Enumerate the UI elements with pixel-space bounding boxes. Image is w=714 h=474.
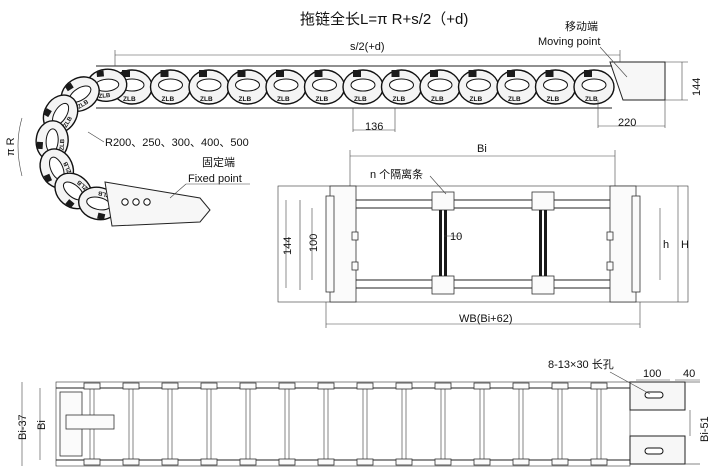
top-view-dimensions: s/2(+d) 移动端 Moving point 144 136 220 R20…	[5, 20, 703, 199]
link-mark-text: ZLB	[547, 96, 560, 103]
link-mark-text: ZLB	[585, 96, 598, 103]
straight-links: ZLB ZLB ZLB ZLB ZLB ZLB ZLB ZLB ZLB ZLB ZLB ZLB ZLB	[111, 69, 615, 105]
fixed-point-en: Fixed point	[188, 173, 242, 185]
section-100-label: 100	[308, 234, 320, 252]
chain-link: ZLB	[342, 69, 384, 105]
link-mark-text: ZLB	[354, 96, 367, 103]
chain-link: ZLB	[496, 69, 538, 105]
bottom-view: 8-13×30 长孔 100 40 Bi-37 Bi Bi-51	[17, 358, 711, 467]
chain-link: ZLB	[265, 69, 307, 105]
link-mark-text: ZLB	[316, 96, 329, 103]
link-mark-text: ZLB	[63, 115, 74, 129]
bottom-bi-label: Bi	[36, 420, 48, 430]
bottom-40-label: 40	[683, 368, 695, 380]
slot-label: 8-13×30 长孔	[548, 358, 614, 371]
link-mark-text: ZLB	[470, 96, 483, 103]
moving-point-cn: 移动端	[565, 20, 598, 33]
bottom-link	[161, 382, 179, 466]
bottom-link	[122, 382, 140, 466]
link-mark-text: ZLB	[393, 96, 406, 103]
fixed-end-bracket	[104, 181, 211, 227]
chain-link: ZLB	[149, 69, 192, 105]
section-bi-label: Bi	[477, 143, 487, 155]
s-half-label: s/2(+d)	[350, 41, 385, 53]
chain-link: ZLB	[457, 69, 500, 105]
bottom-link	[512, 382, 530, 466]
length-220-label: 220	[618, 117, 636, 129]
chain-link: ZLB	[226, 69, 269, 105]
bottom-100-label: 100	[643, 368, 661, 380]
pitch-136-label: 136	[365, 121, 383, 133]
chain-link: ZLB	[419, 69, 461, 105]
bottom-crossbars	[83, 382, 608, 466]
height-144-label: 144	[691, 78, 703, 96]
section-H-label: H	[681, 239, 689, 251]
link-mark-text: ZLB	[63, 160, 73, 174]
bottom-link	[590, 382, 608, 466]
chain-link: ZLB	[534, 69, 577, 105]
link-mark-text: ZLB	[200, 96, 213, 103]
bottom-link	[551, 382, 569, 466]
bottom-link	[356, 382, 374, 466]
separator-count-label: n 个隔离条	[370, 167, 423, 181]
bottom-link	[473, 382, 491, 466]
chain-link: ZLB	[573, 69, 615, 105]
section-view: Bi n 个隔离条 10 144	[277, 143, 689, 328]
bottom-link	[278, 382, 296, 466]
link-mark-text: ZLB	[277, 96, 290, 103]
link-mark-text: ZLB	[162, 96, 175, 103]
link-mark-text: ZLB	[239, 96, 252, 103]
section-144-label: 144	[282, 237, 294, 255]
link-mark-text: ZLB	[431, 96, 444, 103]
pi-r-label: π R	[5, 137, 17, 156]
moving-point-en: Moving point	[538, 36, 600, 48]
drawing-title: 拖链全长L=π R+s/2（+d)	[300, 10, 468, 28]
bottom-bi51-label: Bi-51	[699, 416, 711, 442]
radius-list-label: R200、250、300、400、500	[105, 137, 249, 149]
fixed-point-cn: 固定端	[202, 155, 235, 169]
link-mark-text: ZLB	[508, 96, 521, 103]
chain-link: ZLB	[380, 69, 423, 105]
link-mark-text: ZLB	[77, 99, 91, 111]
link-mark-text: ZLB	[97, 189, 110, 198]
bottom-bi37-label: Bi-37	[17, 414, 29, 440]
chain-link: ZLB	[188, 69, 230, 105]
link-mark-text: ZLB	[59, 138, 66, 151]
section-wb-label: WB(Bi+62)	[459, 313, 513, 325]
chain-link: ZLB	[303, 69, 346, 105]
bottom-link	[434, 382, 452, 466]
separator-width-label: 10	[450, 231, 462, 243]
link-mark-text: ZLB	[99, 93, 112, 100]
bottom-link	[200, 382, 218, 466]
bottom-link	[395, 382, 413, 466]
link-mark-text: ZLB	[123, 96, 136, 103]
bottom-link	[317, 382, 335, 466]
section-h-label: h	[663, 239, 669, 251]
bottom-link	[239, 382, 257, 466]
